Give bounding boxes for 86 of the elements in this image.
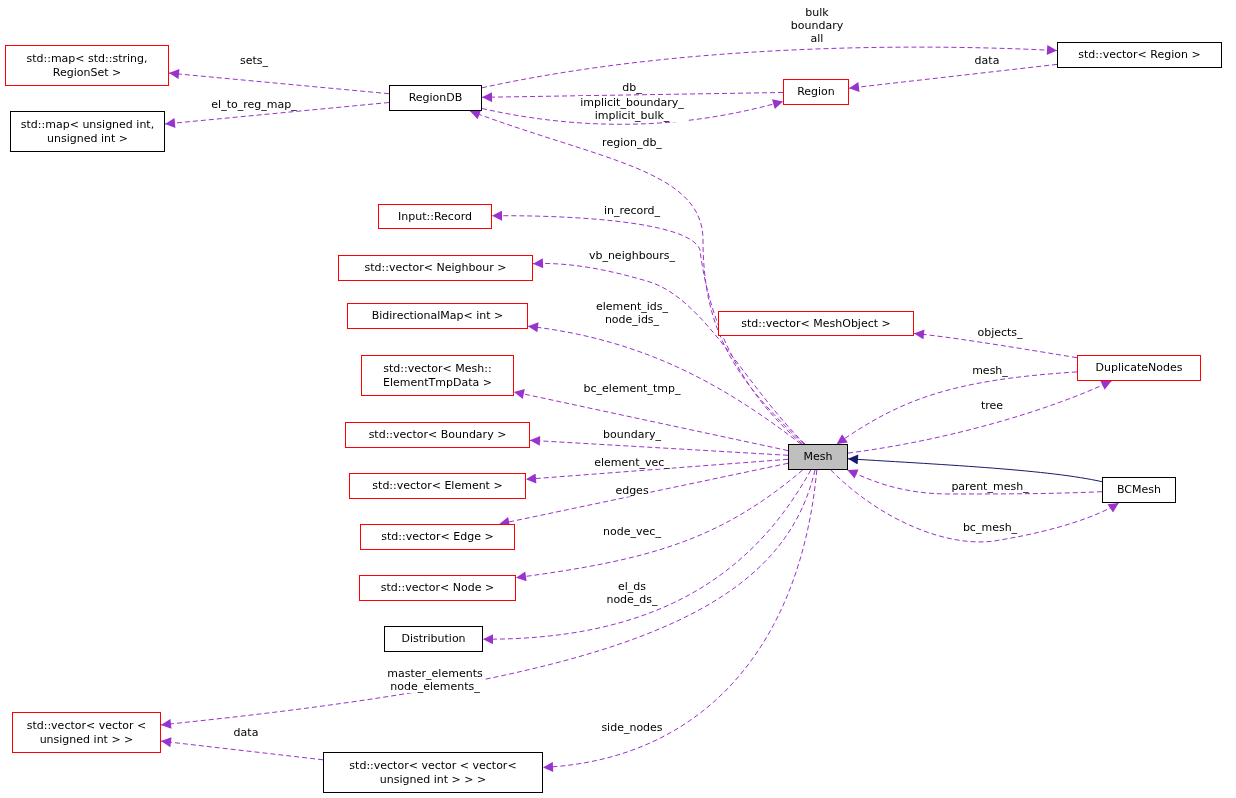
class-name: Input::Record	[398, 209, 472, 224]
class-box	[783, 79, 849, 105]
arrow	[469, 109, 805, 445]
edge-label: edges	[613, 483, 651, 497]
arrow	[913, 329, 1078, 359]
class-box	[349, 473, 526, 499]
arrow	[847, 380, 1112, 454]
edge-label: mesh_	[970, 363, 1010, 377]
arrow	[529, 435, 789, 456]
edge-label: tree	[978, 398, 1006, 412]
edge-label: vb_neighbours_	[586, 248, 678, 262]
edge-label: node_vec_	[601, 524, 663, 538]
class-name: std::map< std::string, RegionSet >	[25, 51, 149, 80]
edge-label: sets_	[238, 53, 270, 67]
arrow	[830, 469, 1120, 543]
class-box	[389, 85, 482, 111]
arrow	[542, 469, 818, 772]
edge-label: boundary_	[601, 427, 663, 441]
class-box	[1102, 477, 1176, 503]
class-name: std::vector< vector < unsigned int > >	[25, 718, 148, 747]
class-box	[361, 355, 514, 396]
class-name: std::vector< vector < vector< unsigned int > > >	[348, 758, 518, 787]
edge-label: bulk boundary all	[788, 5, 846, 45]
edge-label: implicit_boundary_ implicit_bulk_	[578, 96, 686, 122]
class-box	[345, 422, 530, 448]
class-name: std::vector< Neighbour >	[364, 261, 507, 275]
arrow	[481, 92, 784, 103]
edge-label: bc_element_tmp_	[581, 381, 683, 395]
edge-label: parent_mesh_	[949, 479, 1031, 493]
class-box	[12, 712, 161, 753]
class-box	[1057, 42, 1222, 68]
edge-label: region_db_	[600, 135, 664, 149]
class-box	[378, 204, 492, 229]
edge-label: element_ids_ node_ids_	[593, 300, 671, 326]
arrow	[481, 99, 784, 125]
edge-label: el_ds node_ds_	[604, 580, 660, 606]
class-name: std::map< unsigned int, unsigned int >	[19, 117, 156, 146]
class-name: RegionDB	[408, 91, 463, 105]
class-box	[323, 752, 543, 793]
class-name: std::vector< Boundary >	[368, 428, 507, 442]
arrow	[848, 63, 1058, 93]
class-name: Mesh	[803, 450, 833, 464]
class-box	[10, 111, 165, 152]
edge-label: element_vec_	[592, 455, 672, 469]
class-box	[347, 303, 528, 329]
class-name: Region	[797, 85, 835, 99]
arrow	[164, 102, 390, 128]
arrow	[482, 469, 812, 644]
class-name: BidirectionalMap< int >	[371, 309, 504, 323]
class-box	[788, 444, 848, 470]
class-name: BCMesh	[1117, 483, 1161, 497]
arrow	[525, 458, 789, 484]
edge-label: el_to_reg_map_	[209, 97, 299, 111]
arrow	[160, 737, 324, 761]
arrow	[491, 210, 803, 445]
class-name: DuplicateNodes	[1095, 361, 1183, 375]
class-box	[1077, 355, 1201, 381]
class-box	[360, 524, 515, 550]
class-box	[384, 626, 483, 652]
class-name: std::vector< Element >	[372, 479, 503, 493]
edge-label: db_	[620, 80, 644, 94]
arrow	[532, 258, 806, 445]
arrow	[168, 69, 390, 95]
class-name: std::vector< Edge >	[381, 530, 494, 544]
class-name: std::vector< Region >	[1078, 48, 1201, 62]
arrow	[513, 389, 789, 452]
edge-label: data	[972, 53, 1002, 67]
class-name: Distribution	[401, 632, 466, 646]
edge-label: side_nodes	[599, 720, 665, 734]
class-name: std::vector< MeshObject >	[741, 316, 891, 331]
class-box	[359, 575, 516, 601]
class-box	[718, 311, 914, 336]
arrow	[527, 322, 802, 445]
edge-label: data	[231, 725, 261, 739]
edge-label: objects_	[975, 325, 1025, 339]
arrow	[481, 45, 1058, 89]
class-box	[5, 45, 169, 86]
class-name: std::vector< Node >	[380, 581, 495, 595]
arrow	[515, 469, 804, 582]
arrow	[846, 469, 1103, 495]
class-name: std::vector< Mesh:: ElementTmpData >	[382, 361, 493, 390]
arrow	[847, 454, 1103, 483]
arrow	[160, 469, 816, 729]
edge-label: master_elements node_elements_	[385, 667, 485, 693]
arrow	[836, 371, 1078, 445]
class-box	[338, 255, 533, 281]
